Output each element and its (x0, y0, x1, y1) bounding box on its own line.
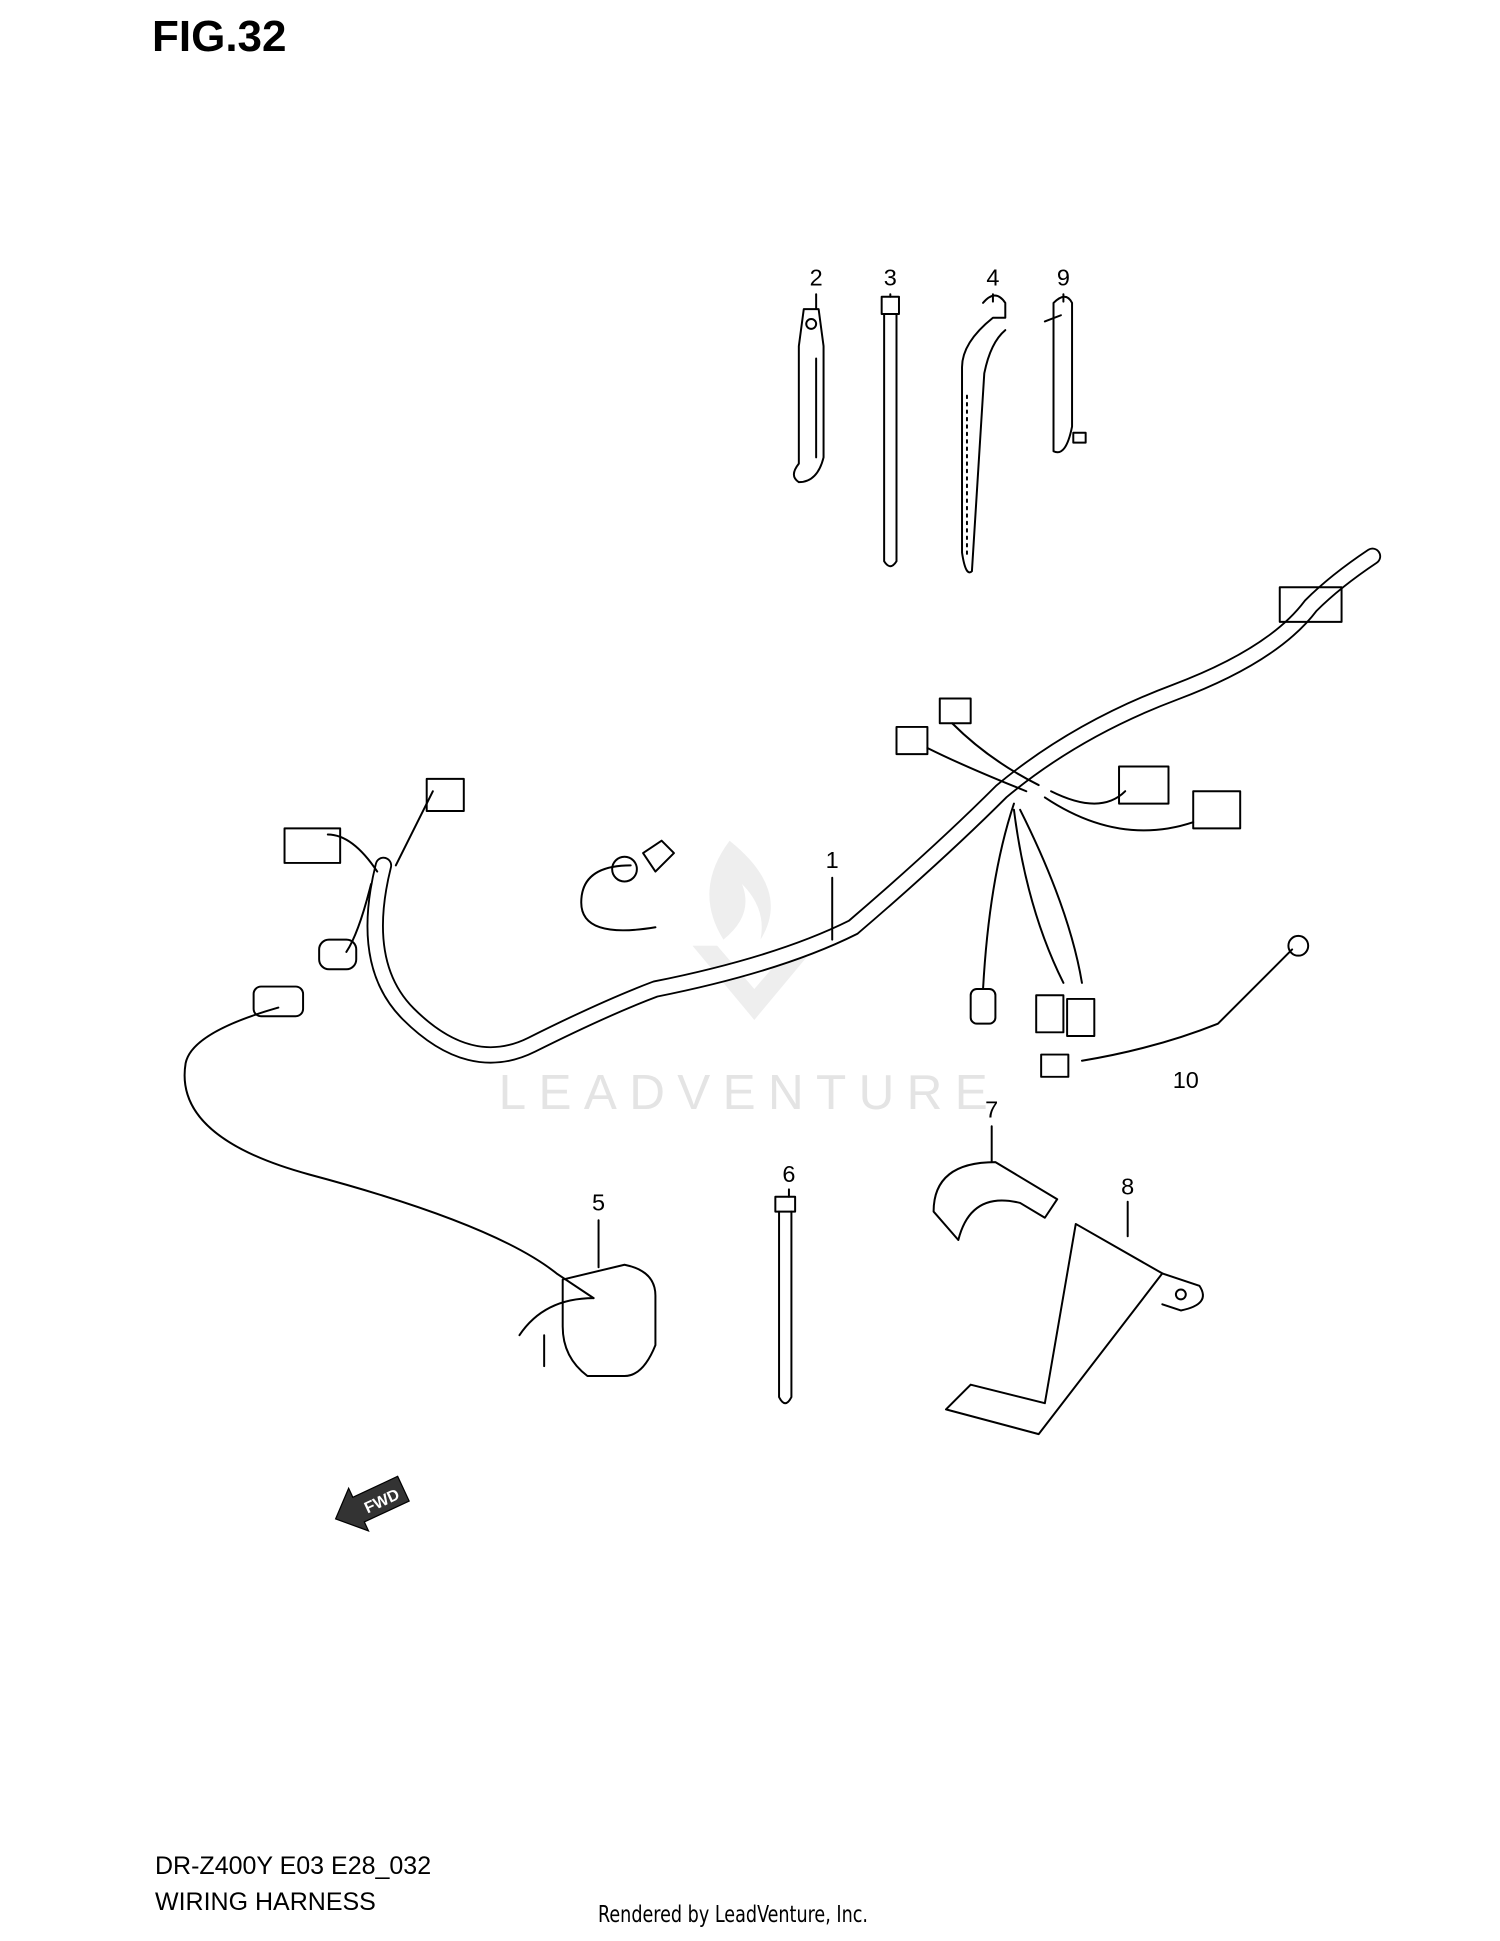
callout-5: 5 (592, 1189, 605, 1269)
callout-6: 6 (782, 1161, 795, 1198)
svg-text:7: 7 (985, 1097, 998, 1123)
callout-4: 4 (986, 265, 999, 303)
callout-7: 7 (985, 1097, 998, 1164)
part-1-wiring-harness (183, 547, 1382, 1300)
model-code: DR-Z400Y E03 E28_032 (155, 1852, 432, 1880)
callout-10: 10 (1173, 1067, 1199, 1093)
part-10-ground-lead (1040, 934, 1310, 1078)
svg-text:9: 9 (1057, 265, 1070, 291)
render-credit: Rendered by LeadVenture, Inc. (598, 1902, 868, 1928)
part-7-cover (932, 1161, 1059, 1242)
fwd-direction-arrow: FWD (334, 1475, 410, 1532)
svg-text:5: 5 (592, 1189, 605, 1215)
watermark-logo: LEADVENTURE (499, 840, 1000, 1120)
svg-text:4: 4 (986, 265, 999, 291)
svg-text:6: 6 (782, 1161, 795, 1187)
svg-text:1: 1 (826, 847, 839, 873)
callout-2: 2 (810, 265, 823, 311)
part-9-clamp (1043, 295, 1087, 454)
section-name: WIRING HARNESS (155, 1888, 376, 1916)
part-2-clamp (792, 308, 825, 484)
part-4-clamp (961, 294, 1007, 574)
watermark-text: LEADVENTURE (499, 1065, 1000, 1120)
part-8-bracket (944, 1222, 1204, 1436)
figure-title: FIG.32 (152, 12, 287, 61)
part-5-connector-cover (518, 1263, 657, 1377)
svg-text:3: 3 (884, 265, 897, 291)
callout-9: 9 (1057, 265, 1070, 303)
svg-text:2: 2 (810, 265, 823, 291)
svg-text:8: 8 (1121, 1173, 1134, 1199)
svg-text:10: 10 (1173, 1067, 1199, 1093)
callout-1: 1 (826, 847, 839, 941)
callout-3: 3 (884, 265, 897, 298)
part-3-cable-tie (880, 295, 900, 568)
part-6-cable-tie (774, 1195, 797, 1405)
callout-8: 8 (1121, 1173, 1134, 1238)
